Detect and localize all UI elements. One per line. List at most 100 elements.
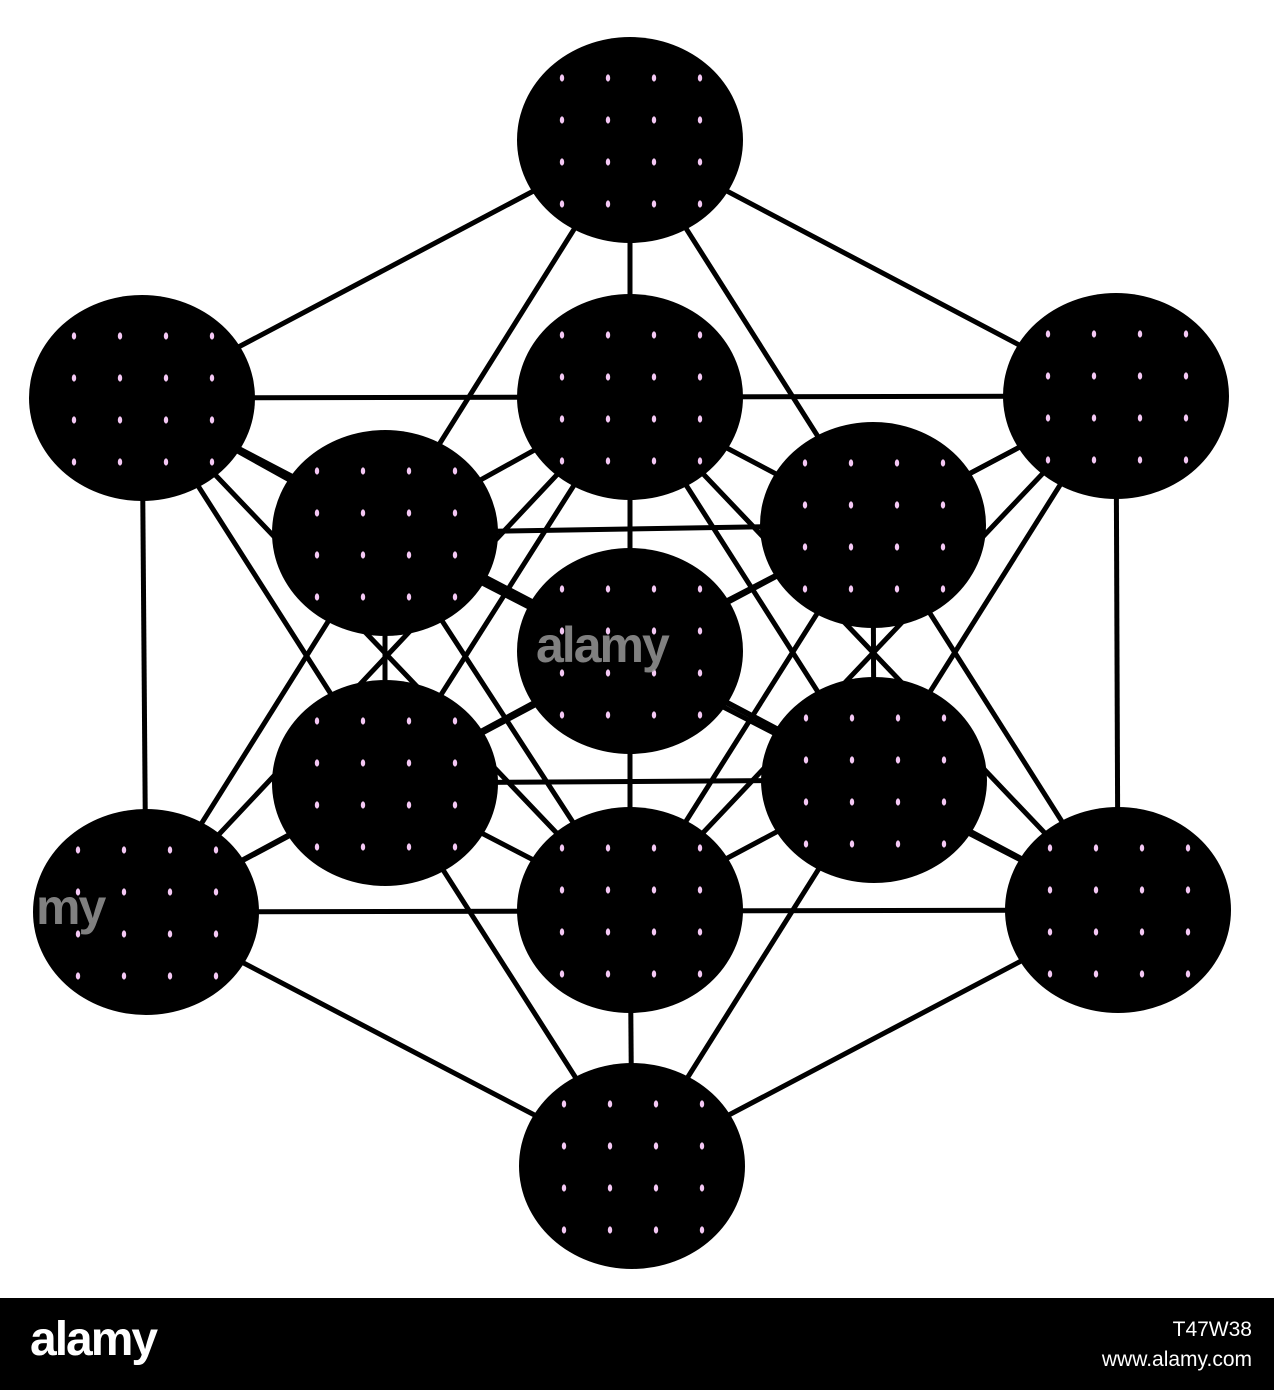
- node-dot: [941, 798, 947, 806]
- node-disc: [29, 295, 255, 501]
- footer-url[interactable]: www.alamy.com: [1101, 1348, 1252, 1371]
- node-disc: [517, 807, 743, 1013]
- node-n-inner-upper-right: [760, 422, 986, 628]
- node-dot: [605, 74, 611, 82]
- node-dot: [314, 843, 320, 851]
- node-dot: [605, 844, 611, 852]
- node-dot: [213, 930, 219, 938]
- node-dot: [1185, 970, 1191, 978]
- edge-n-upper-left-n-inner-lower-right: [140, 395, 876, 783]
- node-dot: [209, 458, 215, 466]
- node-dot: [360, 593, 366, 601]
- node-dot: [848, 585, 854, 593]
- node-dot: [802, 501, 808, 509]
- footer-bar: alamy T47W38 www.alamy.com: [0, 1298, 1274, 1390]
- node-dot: [651, 331, 657, 339]
- node-dot: [167, 888, 173, 896]
- node-dot: [802, 585, 808, 593]
- edge-n-lower-right-n-inner-upper-left: [383, 530, 1120, 913]
- node-dot: [699, 1184, 705, 1192]
- node-dot: [651, 970, 657, 978]
- node-dot: [452, 551, 458, 559]
- node-dot: [605, 711, 611, 719]
- node-dot: [895, 756, 901, 764]
- node-dot: [117, 332, 123, 340]
- node-dot: [894, 585, 900, 593]
- node-dot: [121, 972, 127, 980]
- node-disc: [519, 1063, 745, 1269]
- node-dot: [314, 593, 320, 601]
- node-dot: [559, 331, 565, 339]
- node-disc: [517, 37, 743, 243]
- node-dot: [209, 332, 215, 340]
- node-dot: [895, 840, 901, 848]
- node-n-lower-right: [1005, 807, 1231, 1013]
- node-n-bottom: [519, 1063, 745, 1269]
- node-dot: [651, 711, 657, 719]
- node-dot: [941, 714, 947, 722]
- node-dot: [697, 373, 703, 381]
- node-dot: [605, 457, 611, 465]
- node-dot: [1137, 330, 1143, 338]
- node-dot: [651, 627, 657, 635]
- node-dot: [849, 840, 855, 848]
- node-dot: [697, 415, 703, 423]
- node-disc: [33, 809, 259, 1015]
- node-dot: [314, 467, 320, 475]
- node-disc: [517, 294, 743, 500]
- node-dot: [1093, 886, 1099, 894]
- node-dot: [452, 593, 458, 601]
- node-dot: [559, 74, 565, 82]
- node-dot: [697, 844, 703, 852]
- node-dot: [561, 1100, 567, 1108]
- node-dot: [697, 74, 703, 82]
- node-dot: [559, 200, 565, 208]
- node-dot: [651, 457, 657, 465]
- node-dot: [940, 585, 946, 593]
- node-dot: [209, 416, 215, 424]
- node-dot: [167, 972, 173, 980]
- node-n-lower-left: [33, 809, 259, 1015]
- node-n-inner-top: [517, 294, 743, 500]
- node-dot: [406, 759, 412, 767]
- node-dot: [699, 1226, 705, 1234]
- node-dot: [699, 1142, 705, 1150]
- node-dot: [1185, 886, 1191, 894]
- node-dot: [1183, 456, 1189, 464]
- node-dot: [452, 717, 458, 725]
- node-dot: [894, 501, 900, 509]
- node-dot: [651, 158, 657, 166]
- node-dot: [894, 459, 900, 467]
- node-dot: [1139, 970, 1145, 978]
- node-dot: [697, 585, 703, 593]
- node-dot: [605, 415, 611, 423]
- node-dot: [117, 458, 123, 466]
- node-dot: [1139, 928, 1145, 936]
- node-dot: [1091, 456, 1097, 464]
- node-dot: [605, 200, 611, 208]
- node-dot: [802, 543, 808, 551]
- node-dot: [117, 416, 123, 424]
- node-dot: [314, 717, 320, 725]
- node-dot: [1185, 844, 1191, 852]
- node-dot: [559, 627, 565, 635]
- node-dot: [559, 844, 565, 852]
- node-dot: [651, 74, 657, 82]
- node-dot: [1091, 414, 1097, 422]
- node-dot: [697, 970, 703, 978]
- node-dot: [406, 801, 412, 809]
- node-dot: [75, 888, 81, 896]
- alamy-logo[interactable]: alamy: [30, 1313, 158, 1366]
- node-dot: [653, 1226, 659, 1234]
- node-dot: [1045, 414, 1051, 422]
- node-dot: [699, 1100, 705, 1108]
- node-n-top: [517, 37, 743, 243]
- node-dot: [121, 846, 127, 854]
- node-dot: [651, 886, 657, 894]
- node-dot: [561, 1184, 567, 1192]
- node-dot: [314, 759, 320, 767]
- node-dot: [605, 116, 611, 124]
- node-dot: [452, 801, 458, 809]
- node-dot: [75, 930, 81, 938]
- node-dot: [1139, 844, 1145, 852]
